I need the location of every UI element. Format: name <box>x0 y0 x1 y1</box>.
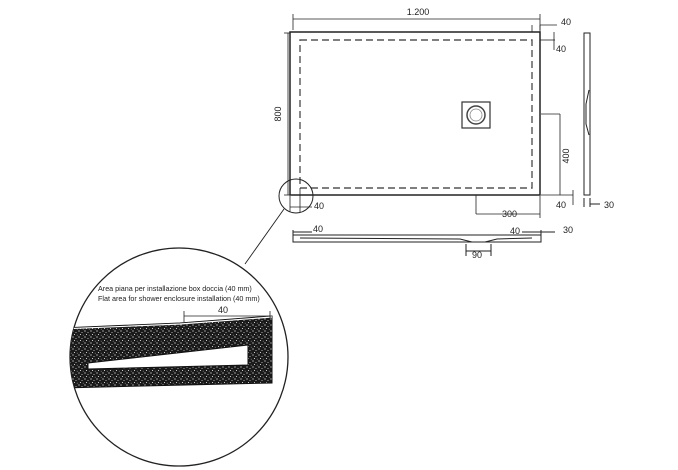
tray-outline <box>289 31 541 196</box>
detail-leader-line <box>244 208 285 265</box>
front-thickness-label: 30 <box>563 225 573 235</box>
border-label-bottom-left: 40 <box>314 201 324 211</box>
border-label-right-upper: 40 <box>556 44 566 54</box>
drain-offset-x-dimension <box>475 195 541 218</box>
tray-section-stone <box>70 315 273 389</box>
height-dimension <box>284 32 290 196</box>
front-view <box>292 230 555 256</box>
front-right-border-label: 40 <box>510 226 520 236</box>
drain-offset-y-dimension <box>541 113 574 205</box>
detail-callout-circle <box>278 178 314 214</box>
width-label: 1.200 <box>407 7 430 17</box>
drain-offset-x-label: 300 <box>502 209 517 219</box>
flat-area-label: 40 <box>218 305 228 315</box>
drain-icon <box>461 101 491 129</box>
detail-view: Area piana per installazione box doccia … <box>69 247 289 467</box>
top-view: 1.200 800 40 40 400 40 <box>273 7 574 219</box>
side-thickness-label: 30 <box>604 200 614 210</box>
border-dimension-top-right <box>531 24 557 50</box>
side-view-right <box>583 32 600 207</box>
detail-note-en: Flat area for shower enclosure installat… <box>98 294 260 303</box>
flat-area-dimension <box>183 311 271 322</box>
detail-note-it: Area piana per installazione box doccia … <box>98 284 252 293</box>
front-left-border-label: 40 <box>313 224 323 234</box>
tray-inner-dashed <box>299 39 533 189</box>
height-label: 800 <box>273 106 283 121</box>
border-dimension-bottom-left <box>289 188 312 212</box>
drain-diameter-label: 90 <box>472 250 482 260</box>
drain-offset-y-label: 400 <box>561 148 571 163</box>
border-label-top-right: 40 <box>561 17 571 27</box>
tray-top-surface <box>70 316 273 330</box>
border-label-bottom-right: 40 <box>556 200 566 210</box>
